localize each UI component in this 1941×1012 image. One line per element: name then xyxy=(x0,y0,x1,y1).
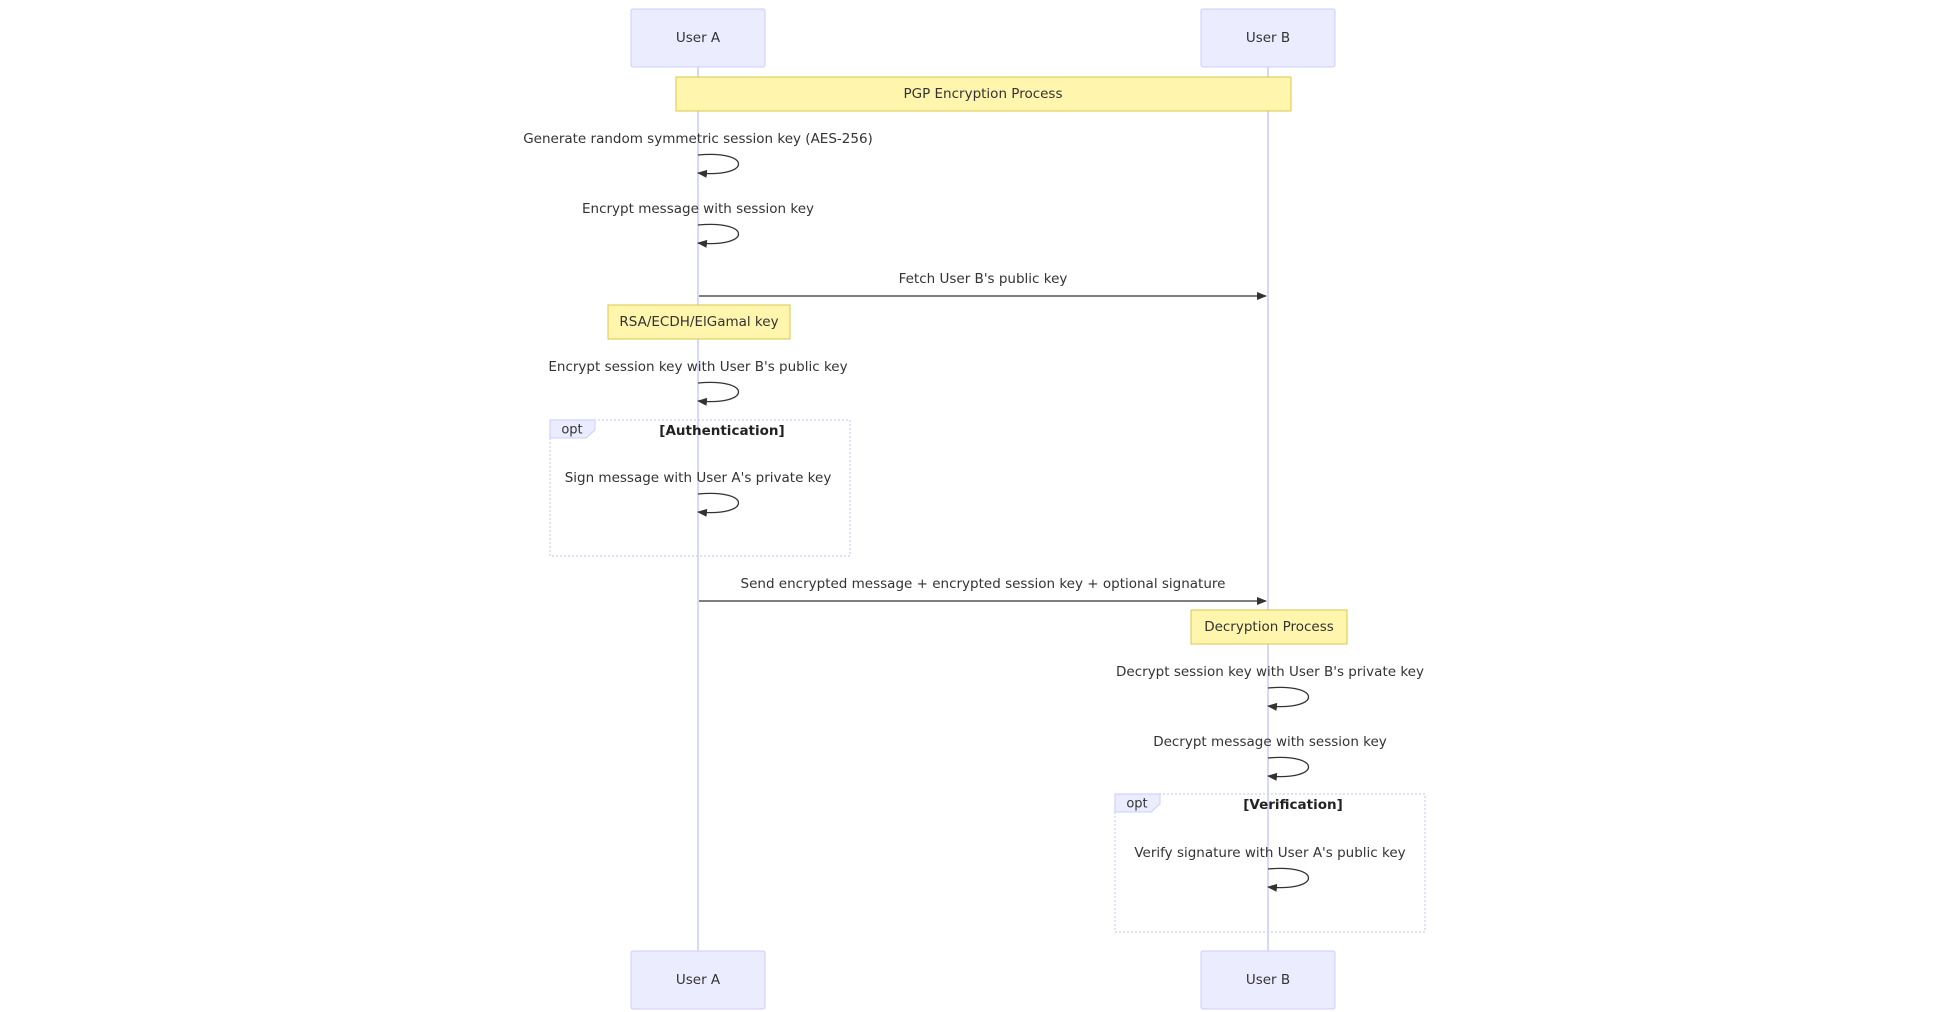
note-encryption-process-text: PGP Encryption Process xyxy=(903,86,1062,102)
opt-frame-authentication-label: opt xyxy=(561,423,582,438)
message-encrypt-message-label: Encrypt message with session key xyxy=(582,201,814,217)
message-verify-signature-arrow xyxy=(1267,867,1310,892)
note-key-types-text: RSA/ECDH/ElGamal key xyxy=(619,314,778,330)
actor-user-b-bottom-label: User B xyxy=(1246,972,1290,988)
opt-frame-authentication: opt [Authentication] xyxy=(549,419,851,557)
actor-user-a-top-label: User A xyxy=(676,30,721,46)
message-generate-session-key-label: Generate random symmetric session key (A… xyxy=(523,131,873,147)
message-decrypt-message-arrow xyxy=(1267,756,1310,781)
message-generate-session-key-arrow xyxy=(697,153,740,178)
message-encrypt-message-arrow xyxy=(697,223,740,248)
note-decryption-process-text: Decryption Process xyxy=(1204,619,1334,635)
opt-frame-authentication-condition: [Authentication] xyxy=(659,423,784,439)
message-fetch-public-key-label: Fetch User B's public key xyxy=(899,271,1068,287)
message-verify-signature-label: Verify signature with User A's public ke… xyxy=(1134,845,1405,861)
note-key-types: RSA/ECDH/ElGamal key xyxy=(607,304,791,340)
opt-frame-verification-label: opt xyxy=(1126,797,1147,812)
message-sign-message-label: Sign message with User A's private key xyxy=(565,470,832,486)
actor-user-a-top: User A xyxy=(630,8,766,68)
message-encrypt-session-key-arrow xyxy=(697,381,740,406)
message-decrypt-session-key-label: Decrypt session key with User B's privat… xyxy=(1116,664,1424,680)
message-decrypt-message-label: Decrypt message with session key xyxy=(1153,734,1387,750)
message-sign-message-arrow xyxy=(697,492,740,517)
actor-user-a-bottom: User A xyxy=(630,950,766,1010)
note-encryption-process: PGP Encryption Process xyxy=(675,76,1292,112)
opt-frame-verification-condition: [Verification] xyxy=(1243,797,1343,813)
actor-user-b-bottom: User B xyxy=(1200,950,1336,1010)
opt-frame-verification: opt [Verification] xyxy=(1114,793,1426,933)
actor-user-a-bottom-label: User A xyxy=(676,972,721,988)
message-encrypt-session-key-label: Encrypt session key with User B's public… xyxy=(548,359,847,375)
message-decrypt-session-key-arrow xyxy=(1267,686,1310,711)
actor-user-b-top-label: User B xyxy=(1246,30,1290,46)
note-decryption-process: Decryption Process xyxy=(1190,609,1348,645)
message-send-encrypted-label: Send encrypted message + encrypted sessi… xyxy=(741,576,1226,592)
actor-user-b-top: User B xyxy=(1200,8,1336,68)
